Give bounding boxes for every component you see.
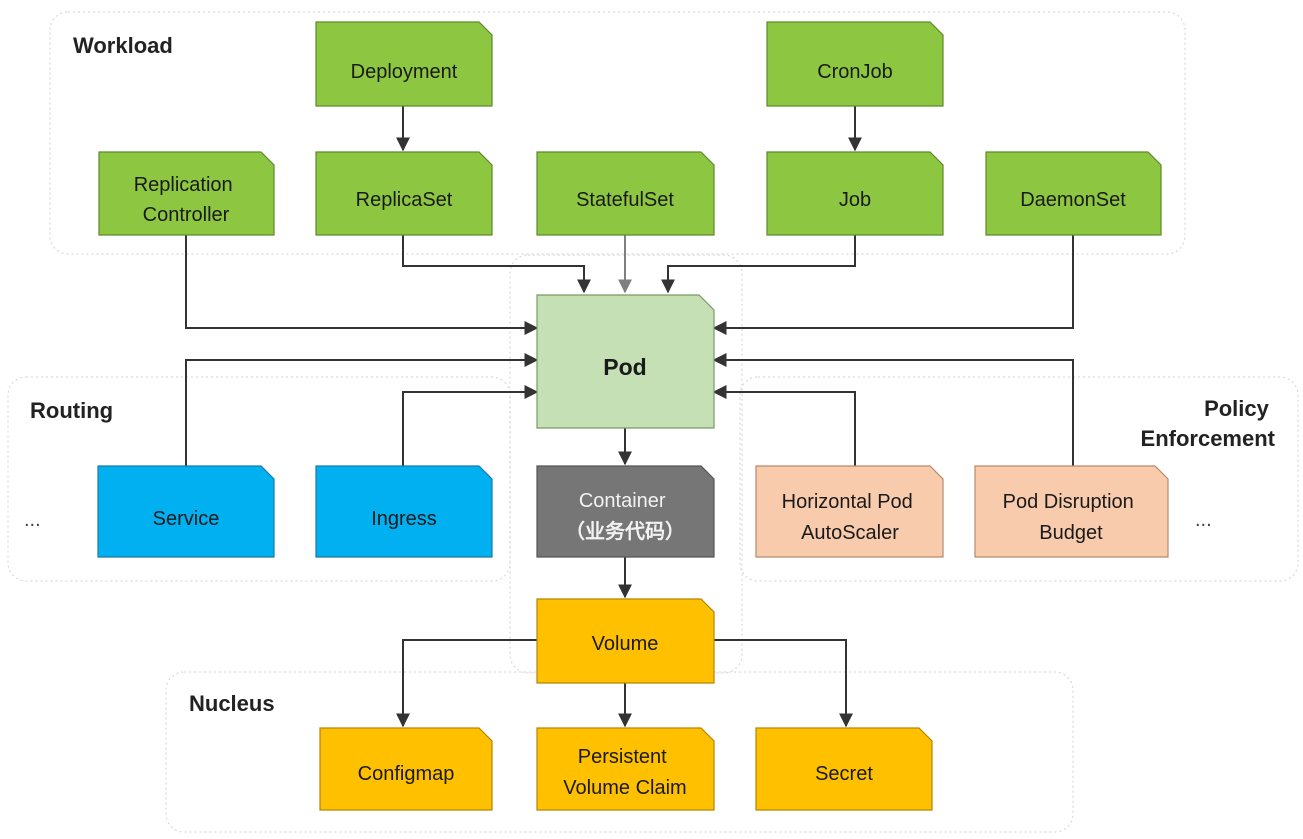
pod-label: Pod bbox=[603, 354, 646, 380]
pdb-shape bbox=[974, 465, 1169, 558]
daemonset-label: DaemonSet bbox=[1020, 189, 1126, 211]
pod-shape bbox=[536, 294, 715, 429]
job-shape bbox=[766, 151, 944, 236]
secret-shape bbox=[755, 727, 933, 811]
configmap-shape bbox=[319, 727, 493, 811]
node-cronjob: CronJob bbox=[766, 21, 944, 107]
cronjob-label: CronJob bbox=[817, 61, 893, 83]
node-job: Job bbox=[766, 151, 944, 236]
node-statefulset: StatefulSet bbox=[536, 151, 715, 236]
ingress-shape bbox=[315, 465, 493, 558]
statefulset-shape bbox=[536, 151, 715, 236]
container-shape bbox=[536, 465, 715, 558]
policy-group-label: Policy Enforcement bbox=[1141, 396, 1276, 451]
edge-volume-secret bbox=[714, 639, 853, 728]
pdb-label: Pod Disruption Budget bbox=[1003, 491, 1140, 544]
nucleus-group-label: Nucleus bbox=[189, 691, 275, 716]
policy-group-label-line1: Policy bbox=[1204, 396, 1270, 421]
pvc-shape bbox=[536, 727, 715, 811]
node-pvc: Persistent Volume Claim bbox=[536, 727, 715, 811]
node-hpa: Horizontal Pod AutoScaler bbox=[755, 465, 944, 558]
node-service: Service bbox=[97, 465, 275, 558]
edge-daemonset-pod bbox=[712, 235, 1074, 335]
hpa-label: Horizontal Pod AutoScaler bbox=[782, 491, 919, 544]
node-container: Container （业务代码） bbox=[536, 465, 715, 558]
workload-group-label: Workload bbox=[73, 33, 173, 58]
workload-group bbox=[49, 11, 1186, 255]
statefulset-label: StatefulSet bbox=[576, 189, 674, 211]
edge-replicaset-pod bbox=[402, 235, 591, 294]
configmap-label: Configmap bbox=[358, 763, 455, 785]
ingress-label: Ingress bbox=[371, 508, 437, 530]
service-shape bbox=[97, 465, 275, 558]
node-pod: Pod bbox=[536, 294, 715, 429]
edge-hpa-pod bbox=[712, 385, 856, 466]
routing-group-label: Routing bbox=[30, 398, 113, 423]
pod-group bbox=[509, 254, 743, 674]
hpa-shape bbox=[755, 465, 944, 558]
volume-shape bbox=[536, 598, 715, 684]
daemonset-shape bbox=[985, 151, 1162, 236]
deployment-shape bbox=[315, 21, 493, 107]
edge-pdb-pod bbox=[712, 353, 1074, 466]
edge-volume-configmap bbox=[396, 639, 537, 728]
pvc-label: Persistent Volume Claim bbox=[563, 746, 686, 799]
cronjob-shape bbox=[766, 21, 944, 107]
node-volume: Volume bbox=[536, 598, 715, 684]
job-label: Job bbox=[839, 189, 871, 211]
edge-replicationcontroller-pod bbox=[185, 235, 539, 335]
service-label: Service bbox=[153, 508, 220, 530]
policy-group bbox=[739, 376, 1299, 582]
deployment-label: Deployment bbox=[351, 61, 458, 83]
secret-label: Secret bbox=[815, 763, 873, 785]
replicaset-shape bbox=[315, 151, 493, 236]
routing-ellipsis: ... bbox=[24, 509, 41, 531]
edge-service-pod bbox=[185, 353, 539, 466]
node-ingress: Ingress bbox=[315, 465, 493, 558]
node-deployment: Deployment bbox=[315, 21, 493, 107]
edge-ingress-pod bbox=[402, 385, 539, 466]
edge-job-pod bbox=[661, 235, 856, 294]
replicaset-label: ReplicaSet bbox=[356, 189, 453, 211]
node-daemonset: DaemonSet bbox=[985, 151, 1162, 236]
node-configmap: Configmap bbox=[319, 727, 493, 811]
node-replication-controller: Replication Controller bbox=[98, 151, 275, 236]
node-replicaset: ReplicaSet bbox=[315, 151, 493, 236]
policy-ellipsis: ... bbox=[1195, 509, 1212, 531]
edges bbox=[185, 106, 1074, 728]
policy-group-label-line2: Enforcement bbox=[1141, 426, 1276, 451]
node-secret: Secret bbox=[755, 727, 933, 811]
volume-label: Volume bbox=[592, 633, 659, 655]
replication-controller-shape bbox=[98, 151, 275, 236]
container-label: Container （业务代码） bbox=[565, 490, 685, 543]
node-pdb: Pod Disruption Budget bbox=[974, 465, 1169, 558]
replication-controller-label: Replication Controller bbox=[134, 174, 239, 226]
